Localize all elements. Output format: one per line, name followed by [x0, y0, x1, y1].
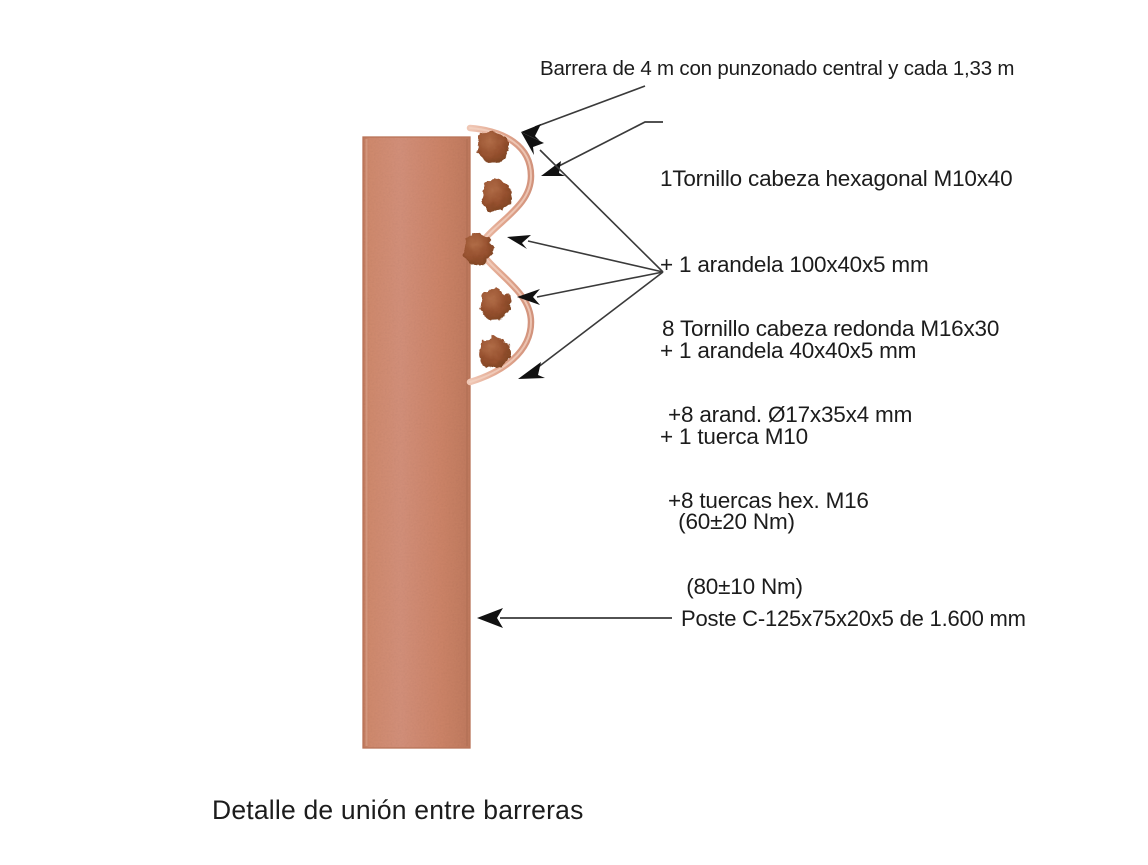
- leader-hex-bolt: [541, 121, 663, 176]
- bolt-head-1: [477, 131, 509, 163]
- hex-bolt-line-5: (60±20 Nm): [660, 509, 795, 535]
- leader-round-arrowhead-4: [518, 362, 545, 379]
- bolt-head-5: [479, 336, 510, 368]
- figure-caption: Detalle de unión entre barreras: [212, 795, 584, 825]
- leader-round-line-3: [536, 271, 664, 298]
- post-body: [363, 137, 470, 748]
- leader-round-arrowhead-2: [507, 235, 531, 249]
- round-bolt-line-3: +8 tuercas hex. M16: [662, 487, 869, 513]
- post-column: [362, 136, 471, 749]
- leader-barrier-line: [534, 85, 646, 128]
- leader-round-arrowhead-1: [521, 132, 544, 155]
- barrier-label: Barrera de 4 m con punzonado central y c…: [540, 57, 1015, 80]
- post-outline: [362, 136, 471, 749]
- bolt-head-3: [463, 233, 494, 265]
- hex-bolt-callout: 1Tornillo cabeza hexagonal M10x40 + 1 ar…: [660, 108, 1013, 594]
- round-bolt-line-2: +8 arand. Ø17x35x4 mm: [662, 401, 913, 427]
- bolt-heads-group: [463, 131, 512, 368]
- leader-barrier: [521, 85, 646, 141]
- leader-post: [477, 608, 672, 628]
- hex-bolt-line-3: + 1 arandela 40x40x5 mm: [660, 337, 917, 363]
- bolt-head-2: [481, 179, 512, 211]
- round-bolt-callout: 8 Tornillo cabeza redonda M16x30 +8 aran…: [662, 258, 999, 658]
- hex-bolt-line-1: 1Tornillo cabeza hexagonal M10x40: [660, 166, 1013, 192]
- leader-round-line-4: [536, 271, 664, 369]
- leader-hex-bolt-line: [556, 121, 663, 168]
- leader-barrier-arrowhead: [521, 124, 541, 141]
- leader-round-line-2: [527, 240, 664, 273]
- leader-round-bolts: [507, 132, 664, 379]
- leader-round-arrowhead-3: [517, 289, 540, 305]
- leader-hex-bolt-arrowhead: [541, 161, 565, 176]
- hex-bolt-line-4: + 1 tuerca M10: [660, 423, 808, 449]
- round-bolt-line-1: 8 Tornillo cabeza redonda M16x30: [662, 316, 1000, 342]
- bolt-head-4: [480, 288, 511, 320]
- post-label: Poste C-125x75x20x5 de 1.600 mm: [681, 606, 1026, 631]
- hex-bolt-line-2: + 1 arandela 100x40x5 mm: [660, 251, 929, 277]
- leader-post-arrowhead: [477, 608, 503, 628]
- leader-round-line-1: [539, 149, 664, 273]
- round-bolt-line-4: (80±10 Nm): [662, 573, 803, 599]
